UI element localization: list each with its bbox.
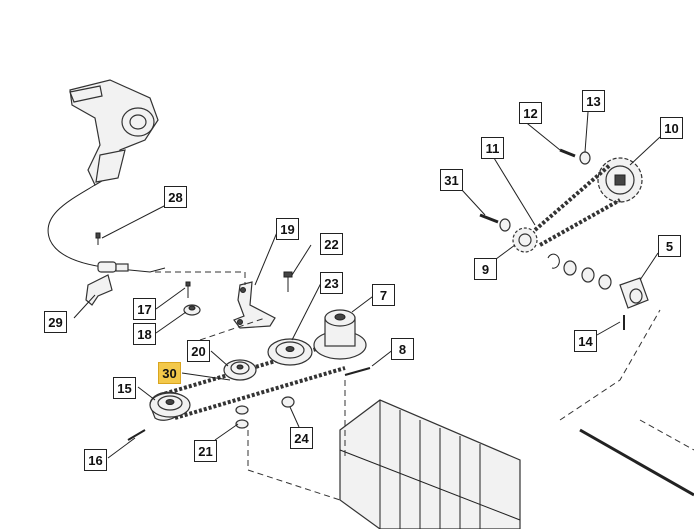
callout-20[interactable]: 20	[187, 340, 210, 362]
washers-21	[235, 405, 249, 429]
callout-18[interactable]: 18	[133, 323, 156, 345]
sprocket-10	[597, 157, 643, 203]
pulley-15	[149, 392, 191, 418]
callout-15[interactable]: 15	[113, 377, 136, 399]
drive-arm-19	[233, 281, 276, 329]
throttle-lever	[69, 79, 159, 186]
screw-28	[95, 232, 101, 245]
axle	[579, 428, 694, 497]
washer-18	[183, 304, 201, 316]
callout-7[interactable]: 7	[372, 284, 395, 306]
pin-8	[344, 367, 371, 376]
nut-24	[281, 396, 295, 408]
callout-19[interactable]: 19	[276, 218, 299, 240]
callout-11[interactable]: 11	[481, 137, 504, 159]
engine-pulley-7	[313, 309, 367, 360]
bolt-12	[559, 148, 576, 158]
callout-29[interactable]: 29	[44, 311, 67, 333]
callout-9[interactable]: 9	[474, 258, 497, 280]
callout-31[interactable]: 31	[440, 169, 463, 191]
bearing-5	[619, 277, 649, 309]
callout-10[interactable]: 10	[660, 117, 683, 139]
screw-17	[185, 281, 191, 298]
callout-12[interactable]: 12	[519, 102, 542, 124]
sprocket-9	[512, 227, 538, 253]
callout-21[interactable]: 21	[194, 440, 217, 462]
bolt-22	[283, 271, 293, 292]
callout-24[interactable]: 24	[290, 427, 313, 449]
washer-13	[579, 151, 591, 165]
callout-17[interactable]: 17	[133, 298, 156, 320]
callout-23[interactable]: 23	[320, 272, 343, 294]
chain-11	[533, 163, 621, 247]
idler-pulley-20	[223, 359, 257, 381]
callout-13[interactable]: 13	[582, 90, 605, 112]
callout-14[interactable]: 14	[574, 330, 597, 352]
callout-22[interactable]: 22	[320, 233, 343, 255]
callout-16[interactable]: 16	[84, 449, 107, 471]
leader-lines	[73, 111, 661, 459]
callout-30[interactable]: 30	[158, 362, 181, 384]
callout-5[interactable]: 5	[658, 235, 681, 257]
bolt-31	[479, 213, 511, 232]
dashed-guides	[155, 271, 694, 501]
callout-28[interactable]: 28	[164, 186, 187, 208]
pin-16	[127, 429, 146, 441]
callout-8[interactable]: 8	[391, 338, 414, 360]
pulley-23	[267, 338, 313, 366]
spacers	[547, 253, 612, 290]
throttle-cable	[47, 184, 166, 273]
frame	[339, 399, 521, 529]
